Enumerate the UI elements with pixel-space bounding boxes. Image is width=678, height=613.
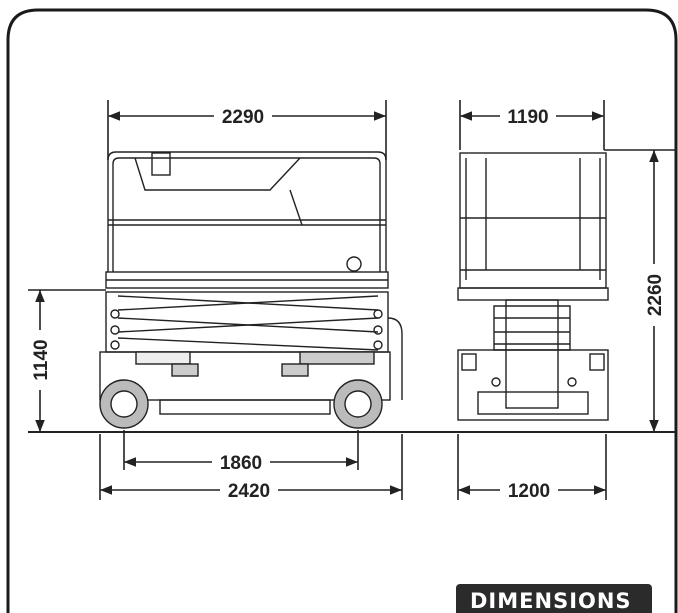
dim-label-platform-length: 2290 xyxy=(222,107,264,128)
end-view xyxy=(457,152,609,421)
dim-label-stowed-height: 1140 xyxy=(31,339,52,380)
dimension-lines xyxy=(28,100,676,500)
section-label: DIMENSIONS xyxy=(456,584,652,613)
dim-label-platform-width: 1190 xyxy=(507,107,548,128)
diagram-frame xyxy=(6,8,678,613)
side-view xyxy=(99,151,403,429)
dim-label-wheelbase: 1860 xyxy=(220,453,262,474)
dim-label-overall-width: 1200 xyxy=(508,481,550,502)
dim-label-max-height: 2260 xyxy=(645,274,666,316)
dim-label-overall-length: 2420 xyxy=(228,481,270,502)
